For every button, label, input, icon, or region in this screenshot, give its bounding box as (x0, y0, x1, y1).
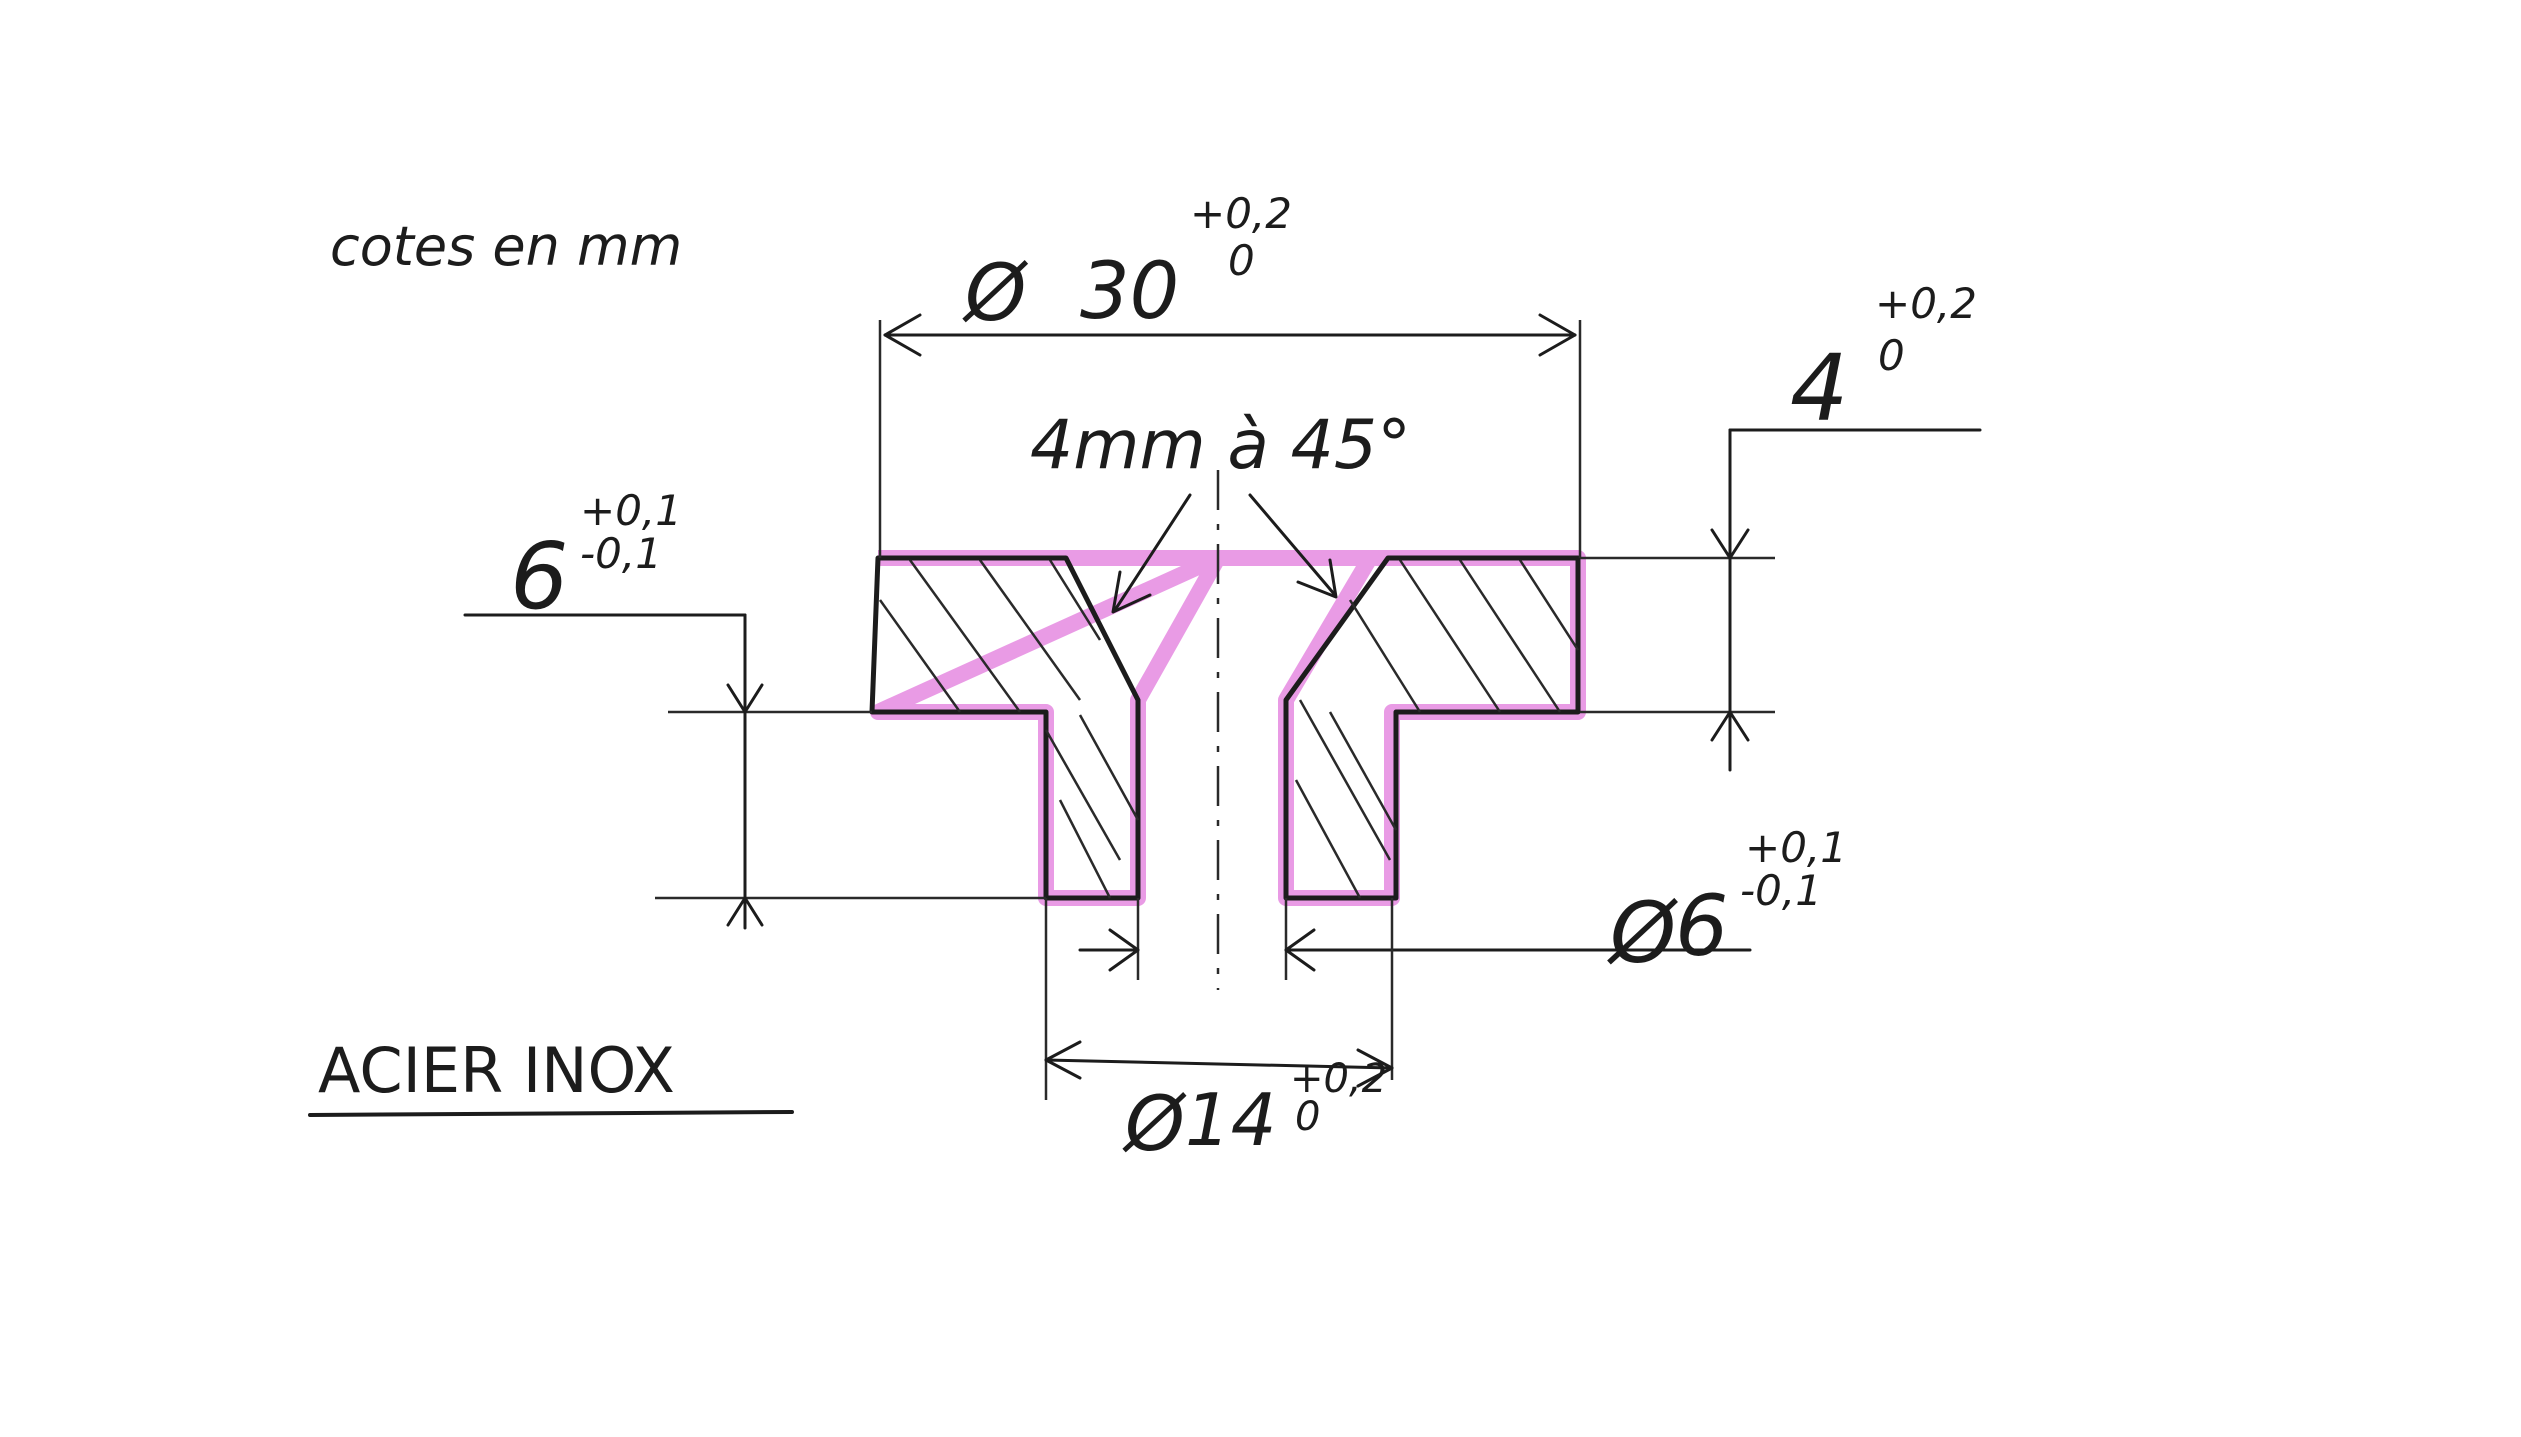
dim-flange-thickness-4 (1580, 428, 1982, 772)
dim-total-height-6 (463, 613, 1046, 930)
material-label: ACIER INOX (318, 1034, 675, 1107)
dim-bore-diameter-symbol: Ø (1607, 884, 1678, 982)
dim-hub-diameter-value: 14 (1185, 1078, 1277, 1162)
dim-bore-diameter-6 (1078, 898, 1752, 980)
section-highlight (870, 550, 1586, 906)
dim-hub-diameter-tol-upper: +0,2 (1290, 1056, 1387, 1102)
chamfer-leaders (1111, 493, 1338, 614)
dim-flange-thickness-value: 4 (1790, 335, 1849, 442)
dim-bore-diameter-value: 6 (1675, 877, 1728, 975)
dim-bore-diameter-tol-lower: -0,1 (1740, 866, 1822, 915)
dim-bore-diameter-tol-upper: +0,1 (1745, 823, 1847, 872)
units-note: cotes en mm (330, 215, 682, 278)
dim-diameter-30-value: 30 (1080, 247, 1179, 337)
dim-hub-diameter-tol-lower: 0 (1295, 1094, 1320, 1140)
dim-hub-diameter-symbol: Ø (1122, 1079, 1187, 1168)
section-hatching (878, 559, 1580, 899)
dim-diameter-30-tol-lower: 0 (1228, 236, 1255, 285)
material-underline (308, 1110, 794, 1117)
dim-total-height-tol-lower: -0,1 (580, 529, 662, 578)
chamfer-note: 4mm à 45° (1030, 406, 1411, 485)
part-section-outline (869, 555, 1581, 901)
dim-diameter-30 (878, 313, 1582, 558)
dim-total-height-tol-upper: +0,1 (580, 486, 682, 535)
dim-hub-diameter-14 (1044, 898, 1394, 1100)
dim-diameter-30-tol-upper: +0,2 (1190, 189, 1292, 238)
dim-flange-thickness-tol-upper: +0,2 (1875, 279, 1977, 328)
dim-flange-thickness-tol-lower: 0 (1878, 331, 1905, 380)
dim-diameter-30-symbol: Ø (962, 249, 1029, 339)
dim-total-height-value: 6 (510, 523, 569, 630)
